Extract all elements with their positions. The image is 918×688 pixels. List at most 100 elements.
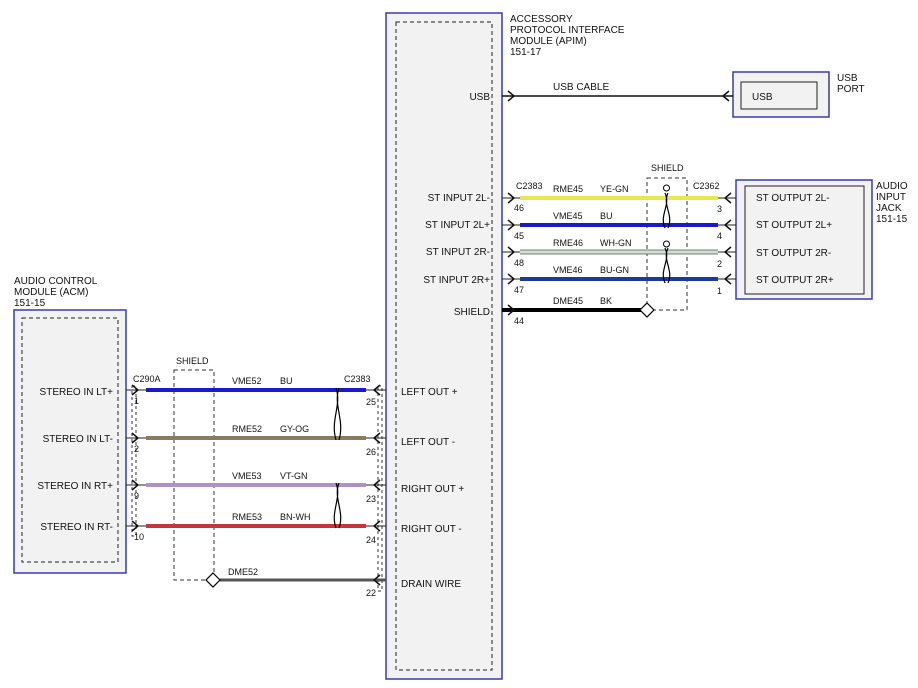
twist-marker-right-a (333, 482, 339, 529)
twist-marker-2l-cap (663, 184, 670, 192)
wire-dme45-id: DME45 (553, 296, 583, 306)
audio-jack-pin-num-4: 4 (717, 231, 722, 241)
acm-ref: 151-15 (14, 298, 46, 309)
wire-vme45-color: BU (600, 211, 613, 221)
arrow-apim-48 (507, 246, 516, 258)
arrow-apim-22 (372, 574, 381, 586)
apim-pin-st-in-2l-plus: ST INPUT 2L+ (425, 220, 490, 231)
audio-jack-title-line2: INPUT (876, 192, 906, 203)
apim-title-line3: MODULE (APIM) (510, 36, 587, 47)
acm-pin-num-9: 9 (134, 491, 139, 501)
arrow-apim-24 (372, 520, 381, 532)
usb-cable-label: USB CABLE (553, 82, 609, 93)
acm-pin-stereo-in-lt-plus: STEREO IN LT+ (40, 387, 114, 398)
upper-harness: C2383 SHIELD RME45 YE-GN VME45 BU RME46 … (502, 163, 736, 326)
usb-cable-arrow-apim (507, 90, 516, 102)
audio-jack-pin-num-1: 1 (717, 286, 722, 296)
twist-marker-2r-cap (663, 240, 670, 248)
arrow-apim-46 (507, 192, 516, 204)
apim-pin-num-47: 47 (514, 285, 524, 295)
acm-connector-outline (131, 385, 137, 537)
wire-vme46-id: VME46 (553, 265, 583, 275)
apim-title-line1: ACCESSORY (510, 14, 573, 25)
audio-jack-title-line1: AUDIO (876, 181, 908, 192)
usb-cable-arrow-port (721, 90, 730, 102)
audio-jack-pin-2r-minus: ST OUTPUT 2R- (756, 248, 831, 259)
arrow-acm-10 (131, 520, 140, 532)
apim-pin-left-out-plus: LEFT OUT + (401, 387, 458, 398)
twist-marker-left-b (336, 387, 342, 441)
upper-shield-outline (646, 177, 688, 311)
upper-apim-connector: C2383 (516, 181, 543, 191)
apim-pin-st-in-2l-minus: ST INPUT 2L- (428, 193, 490, 204)
arrow-acm-2 (131, 432, 140, 444)
acm-title-line2: MODULE (ACM) (14, 287, 88, 298)
apim-pin-num-48: 48 (514, 258, 524, 268)
acm-inner-dashed (21, 317, 119, 563)
apim-title-line2: PROTOCOL INTERFACE (510, 25, 625, 36)
apim-pin-right-out-minus: RIGHT OUT - (401, 524, 462, 535)
usb-port-title-line2: PORT (837, 84, 865, 95)
wire-rme45-id: RME45 (553, 184, 583, 194)
apim-pin-usb: USB (469, 92, 490, 103)
arrow-apim-25 (372, 384, 381, 396)
wire-rme52-id: RME52 (232, 424, 262, 434)
apim-pin-num-45: 45 (514, 231, 524, 241)
wire-rme52-color: GY-OG (280, 424, 309, 434)
arrow-apim-23 (372, 479, 381, 491)
apim-pin-num-25: 25 (366, 397, 376, 407)
usb-port-inner-box (740, 81, 818, 110)
wire-vme46-color: BU-GN (600, 265, 629, 275)
arrow-acm-1 (131, 384, 140, 396)
wire-vme53-color: VT-GN (280, 471, 308, 481)
twist-marker-2l-a (662, 192, 668, 229)
audio-jack-pin-num-2: 2 (717, 259, 722, 269)
usb-port-inner-label: USB (752, 92, 773, 103)
apim-pin-right-out-plus: RIGHT OUT + (401, 484, 464, 495)
apim-pin-st-in-2r-minus: ST INPUT 2R- (426, 247, 490, 258)
wire-rme45-color: YE-GN (600, 184, 629, 194)
audio-jack-title-line3: JACK (876, 203, 902, 214)
apim-lower-connector-outline (377, 385, 383, 592)
lower-shield-outline (173, 369, 215, 581)
dme45-shield-termination (639, 302, 655, 318)
twist-marker-2r-b (665, 247, 671, 284)
arrow-apim-44 (507, 304, 516, 316)
arrow-apim-45 (507, 219, 516, 231)
acm-box (13, 309, 127, 574)
acm-pin-num-10: 10 (134, 532, 144, 542)
apim-pin-left-out-minus: LEFT OUT - (401, 437, 455, 448)
acm-pin-stereo-in-rt-plus: STEREO IN RT+ (37, 481, 113, 492)
apim-pin-num-46: 46 (514, 203, 524, 213)
twist-marker-left-a (333, 387, 339, 441)
wire-dme52-id: DME52 (228, 567, 258, 577)
acm-pin-stereo-in-lt-minus: STEREO IN LT- (43, 434, 113, 445)
wire-vme52-color: BU (280, 376, 293, 386)
apim-inner-dashed (395, 21, 493, 671)
apim-ref: 151-17 (510, 47, 542, 58)
apim-pin-st-in-2r-plus: ST INPUT 2R+ (423, 275, 490, 286)
wire-vme52-id: VME52 (232, 376, 262, 386)
usb-port-title-line1: USB (837, 73, 858, 84)
apim-pin-num-24: 24 (366, 535, 376, 545)
usb-port-module: USB USB PORT (732, 71, 865, 118)
apim-pin-num-26: 26 (366, 447, 376, 457)
apim-pin-num-22: 22 (366, 588, 376, 598)
audio-jack-inner-box (744, 185, 865, 295)
apim-box (385, 12, 503, 680)
audio-jack-ref: 151-15 (876, 214, 908, 225)
arrow-jack-4 (723, 219, 732, 231)
audio-jack-pin-2r-plus: ST OUTPUT 2R+ (756, 275, 834, 286)
acm-title-line1: AUDIO CONTROL (14, 276, 98, 287)
audio-jack-connector: C2362 (693, 181, 720, 191)
acm-module: AUDIO CONTROL MODULE (ACM) 151-15 STEREO… (13, 276, 127, 574)
wire-vme53-id: VME53 (232, 471, 262, 481)
lower-apim-connector: C2383 (344, 374, 371, 384)
arrow-apim-26 (372, 432, 381, 444)
acm-pin-num-2: 2 (134, 444, 139, 454)
twist-marker-2r-a (662, 247, 668, 284)
wire-rme53-color: BN-WH (280, 512, 311, 522)
usb-cable: USB CABLE (502, 82, 733, 102)
acm-pin-num-1: 1 (134, 396, 139, 406)
